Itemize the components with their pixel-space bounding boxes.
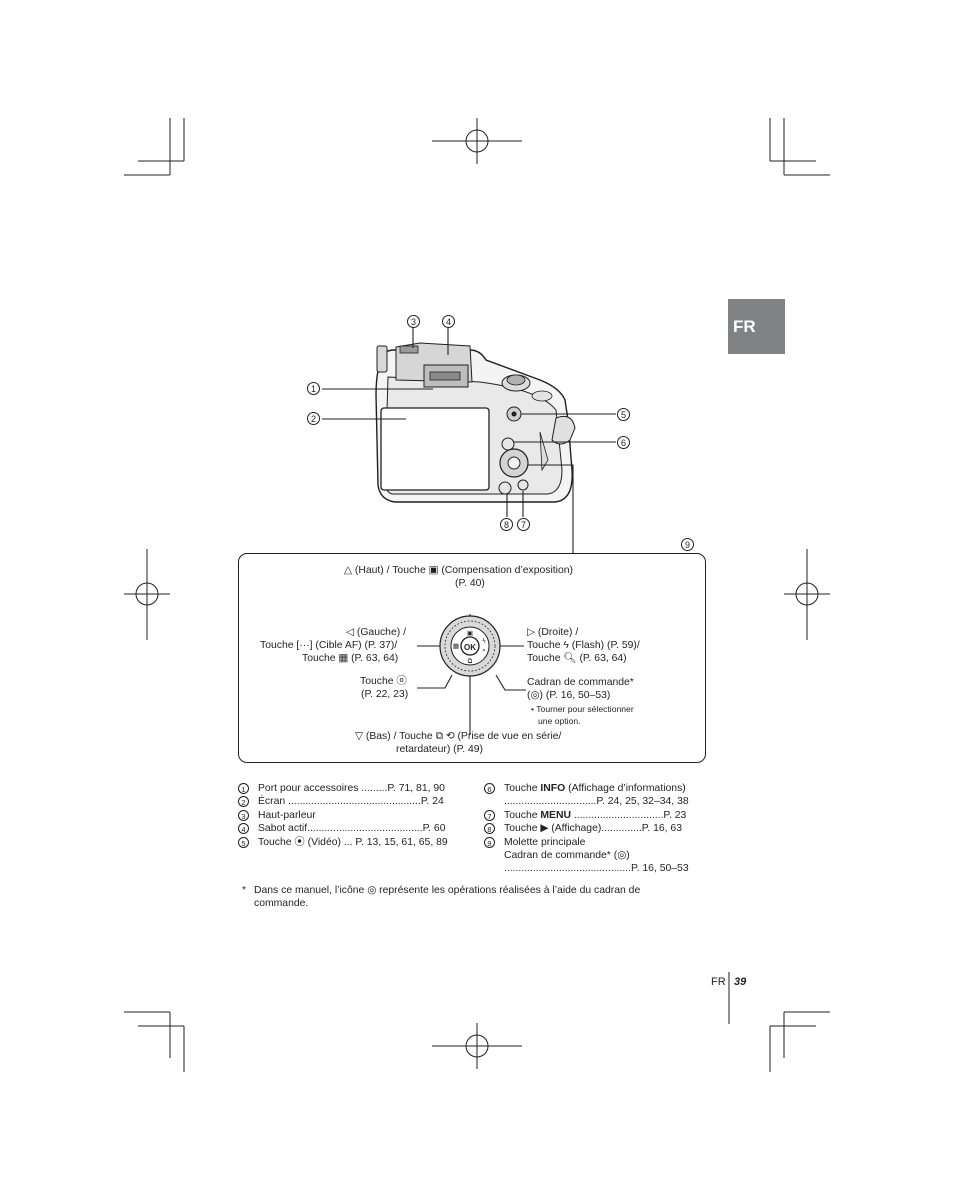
item-text: Touche ⦿ (Vidéo) ... P. 13, 15, 61, 65, … <box>258 836 448 848</box>
up-label-line2: (P. 40) <box>455 578 485 589</box>
dial-label-line2: (◎) (P. 16, 50–53) <box>527 690 611 701</box>
item-number: 1 <box>238 783 249 794</box>
svg-text:⧉: ⧉ <box>468 657 473 665</box>
info-key-label: INFO <box>540 783 566 794</box>
dial-note-line2: une option. <box>538 716 581 726</box>
page-number: 39 <box>734 976 747 988</box>
svg-text:▦: ▦ <box>453 642 459 650</box>
callout-1: 1 <box>307 382 320 395</box>
down-label-line2: retardateur) (P. 49) <box>396 744 484 755</box>
list-item: 9 Molette principale <box>484 836 689 849</box>
list-item-continued: Cadran de commande* (◎) <box>504 850 630 862</box>
item-text: Touche <box>504 809 541 821</box>
menu-key-label: MENU <box>540 809 571 821</box>
callout-2: 2 <box>307 412 320 425</box>
item-text: (Affichage d’informations) <box>565 783 686 794</box>
up-label-line1: △ (Haut) / Touche ▣ (Compensation d’expo… <box>344 565 573 576</box>
svg-text:⌕: ⌕ <box>482 646 486 654</box>
list-item: 5 Touche ⦿ (Vidéo) ... P. 13, 15, 61, 65,… <box>238 836 448 849</box>
ok-button-label: OK <box>464 643 476 652</box>
item-text: Haut-parleur <box>258 809 316 821</box>
item-number: 2 <box>238 796 249 808</box>
right-label-line1: ▷ (Droite) / <box>527 627 579 638</box>
callout-6: 6 <box>617 436 630 449</box>
language-tab: FR <box>728 299 785 354</box>
left-label-line1: ◁ (Gauche) / <box>346 627 406 638</box>
ok-label-line1: Touche ⓞ <box>360 676 407 687</box>
ok-label-line2: (P. 22, 23) <box>361 689 409 700</box>
item-text: Écran ..................................… <box>258 796 444 808</box>
svg-text:▣: ▣ <box>467 629 473 637</box>
callout-8: 8 <box>500 518 513 531</box>
list-item-continued: ................................P. 24, 2… <box>504 796 689 808</box>
item-number: 9 <box>484 836 495 848</box>
list-item-continued: ........................................… <box>504 863 689 875</box>
dial-note-line1: • Tourner pour sélectionner <box>531 704 634 714</box>
item-number: 4 <box>238 823 249 835</box>
callout-4: 4 <box>442 315 455 328</box>
list-item: 8 Touche ▶ (Affichage)..............P. 16… <box>484 822 689 835</box>
item-text: Molette principale <box>504 836 586 848</box>
dial-detail-panel <box>238 553 706 763</box>
list-item: 6 Touche INFO (Affichage d’informations) <box>484 782 689 795</box>
callout-5: 5 <box>617 408 630 421</box>
list-item: 1 Port pour accessoires .........P. 71, 8… <box>238 782 448 795</box>
footer-language: FR <box>711 976 726 988</box>
footnote-line2: commande. <box>254 898 309 909</box>
item-number: 3 <box>238 809 249 821</box>
item-text: Touche <box>504 783 541 794</box>
callout-7: 7 <box>517 518 530 531</box>
item-text: ...............................P. 23 <box>571 809 687 821</box>
left-label-line2: Touche [···] (Cible AF) (P. 37)/ <box>260 640 398 651</box>
right-label-line3: Touche 🔍︎ (P. 63, 64) <box>527 653 627 664</box>
callout-9: 9 <box>681 538 694 551</box>
svg-text:ϟ: ϟ <box>482 637 486 645</box>
list-item: 3 Haut-parleur <box>238 809 448 822</box>
item-text: Sabot actif.............................… <box>258 823 446 835</box>
item-number: 6 <box>484 783 495 794</box>
item-text: Port pour accessoires .........P. 71, 81… <box>258 783 445 794</box>
footnote-line1: Dans ce manuel, l’icône ◎ représente les… <box>254 885 641 896</box>
item-number: 8 <box>484 823 495 835</box>
dial-label-line1: Cadran de commande* <box>527 677 634 688</box>
item-number: 7 <box>484 809 495 821</box>
footnote-asterisk: * <box>242 885 247 896</box>
legend-list-left: 1 Port pour accessoires .........P. 71, 8… <box>238 782 448 849</box>
item-number: 5 <box>238 836 249 848</box>
down-label-line1: ▽ (Bas) / Touche ⧉ ⟲ (Prise de vue en sé… <box>355 731 562 742</box>
list-item: 2 Écran .................................… <box>238 795 448 808</box>
list-item: 7 Touche MENU ...........................… <box>484 809 689 822</box>
callout-3: 3 <box>407 315 420 328</box>
item-text: Touche ▶ (Affichage)..............P. 16,… <box>504 823 682 835</box>
list-item: 4 Sabot actif............................… <box>238 822 448 835</box>
right-label-line2: Touche ϟ (Flash) (P. 59)/ <box>527 640 640 651</box>
left-label-line3: Touche ▦ (P. 63, 64) <box>302 653 399 664</box>
